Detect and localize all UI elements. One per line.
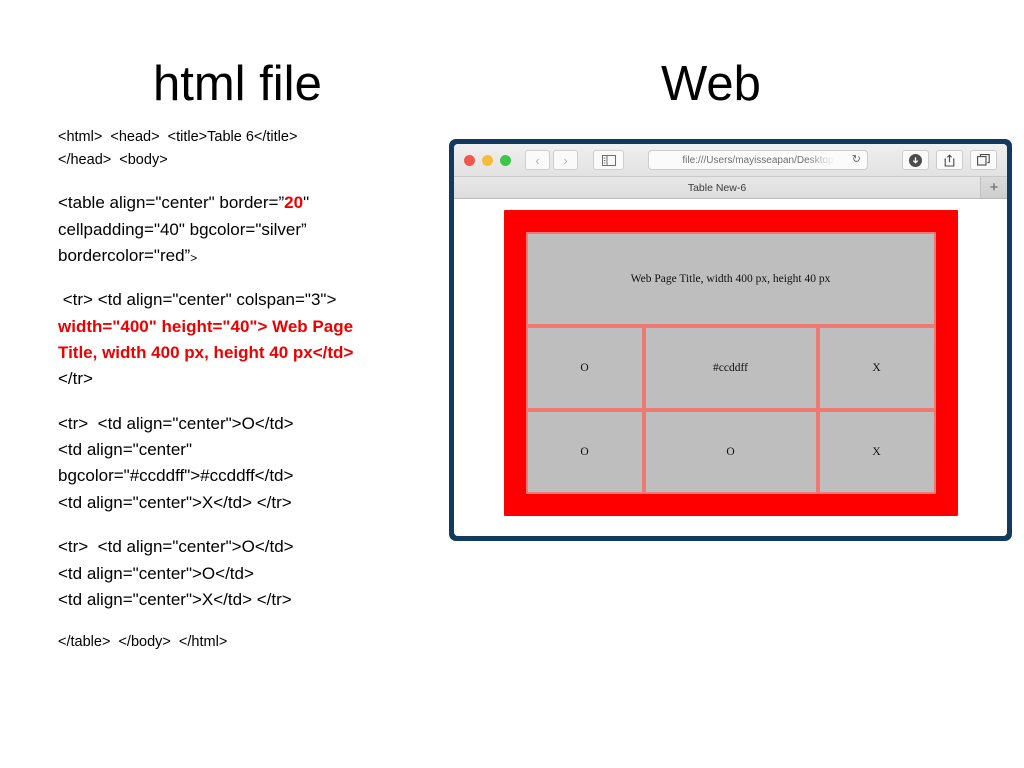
browser-window-inner: ‹ › file:///Users/mayisseapan/Desktop ↻	[454, 144, 1007, 536]
reload-icon[interactable]: ↻	[851, 153, 861, 166]
download-arrow-icon	[912, 156, 919, 164]
share-button[interactable]	[936, 150, 963, 170]
page-title-html-file: html file	[153, 57, 322, 111]
zoom-window-button[interactable]	[500, 154, 511, 166]
code-line-highlight: width="400" height="40"> Web Page	[58, 316, 354, 336]
page-title-web: Web	[661, 57, 761, 111]
table-cell: O	[525, 410, 644, 494]
code-line: <tr> <td align="center" colspan="3">	[58, 290, 337, 310]
new-tab-button[interactable]: +	[980, 177, 1007, 198]
code-line: </tr>	[58, 369, 93, 389]
tabs-overview-button[interactable]	[970, 150, 997, 170]
forward-button[interactable]: ›	[553, 150, 578, 170]
code-line: <tr> <td align="center">O</td>	[58, 537, 294, 557]
sidebar-icon	[601, 154, 616, 166]
downloads-button[interactable]	[902, 150, 929, 170]
window-controls	[464, 154, 511, 166]
code-block-table-open: <table align="center" border=”20" cellpa…	[58, 190, 430, 269]
code-block-row-title: <tr> <td align="center" colspan="3"> wid…	[58, 287, 430, 392]
table-row: O #ccddff X	[525, 326, 936, 410]
minimize-window-button[interactable]	[482, 154, 493, 166]
tab-table-new-6[interactable]: Table New-6	[454, 177, 980, 198]
table-cell: O	[525, 326, 644, 410]
back-button[interactable]: ‹	[525, 150, 550, 170]
table-row-title: Web Page Title, width 400 px, height 40 …	[525, 232, 936, 326]
browser-toolbar: ‹ › file:///Users/mayisseapan/Desktop ↻	[454, 144, 1007, 177]
table-title-cell: Web Page Title, width 400 px, height 40 …	[525, 232, 936, 326]
address-bar[interactable]: file:///Users/mayisseapan/Desktop ↻	[648, 150, 868, 170]
browser-tab-bar: Table New-6 +	[454, 177, 1007, 199]
navigation-buttons: ‹ ›	[525, 150, 578, 170]
code-line-bordercolor: bordercolor="red”>	[58, 246, 198, 266]
browser-viewport: Web Page Title, width 400 px, height 40 …	[454, 199, 1007, 536]
code-line: <tr> <td align="center">O</td>	[58, 413, 294, 433]
close-window-button[interactable]	[464, 154, 475, 166]
code-line-table-tag: <table align="center" border=”20"	[58, 193, 310, 213]
code-block-close: </table> </body> </html>	[58, 631, 430, 654]
table-cell: X	[817, 326, 936, 410]
table-row: O O X	[525, 410, 936, 494]
code-line: cellpadding="40" bgcolor="silver”	[58, 219, 307, 239]
code-line-highlight: Title, width 400 px, height 40 px</td>	[58, 343, 354, 363]
tabs-overview-icon	[977, 154, 990, 166]
browser-window: ‹ › file:///Users/mayisseapan/Desktop ↻	[449, 139, 1012, 541]
rendered-html-table: Web Page Title, width 400 px, height 40 …	[503, 210, 958, 516]
code-block-head: <html> <head> <title>Table 6</title> </h…	[58, 126, 430, 172]
address-bar-url: file:///Users/mayisseapan/Desktop	[682, 154, 834, 166]
code-block-row-2: <tr> <td align="center">O</td> <td align…	[58, 411, 430, 516]
code-line: </table> </body> </html>	[58, 634, 228, 651]
code-line: </head> <body>	[58, 152, 168, 169]
code-line: <html> <head> <title>Table 6</title>	[58, 129, 298, 145]
border-value: 20	[284, 193, 304, 213]
table-cell-highlight: #ccddff	[643, 326, 818, 410]
code-line: <td align="center">X</td> </tr>	[58, 589, 292, 609]
code-line: <td align="center">O</td>	[58, 563, 254, 583]
downloads-icon	[909, 153, 922, 167]
code-block-row-3: <tr> <td align="center">O</td> <td align…	[58, 534, 430, 613]
toolbar-right-buttons	[902, 150, 997, 170]
rendered-page-content: Web Page Title, width 400 px, height 40 …	[454, 210, 1007, 516]
table-cell: X	[817, 410, 936, 494]
share-icon	[944, 153, 955, 167]
sidebar-toggle-button[interactable]	[593, 150, 624, 170]
table-cell: O	[643, 410, 818, 494]
code-line: bgcolor="#ccddff">#ccddff</td>	[58, 466, 294, 486]
code-line: <td align="center">X</td> </tr>	[58, 492, 292, 512]
code-line: <td align="center"	[58, 440, 192, 460]
html-source-listing: <html> <head> <title>Table 6</title> </h…	[58, 126, 430, 672]
